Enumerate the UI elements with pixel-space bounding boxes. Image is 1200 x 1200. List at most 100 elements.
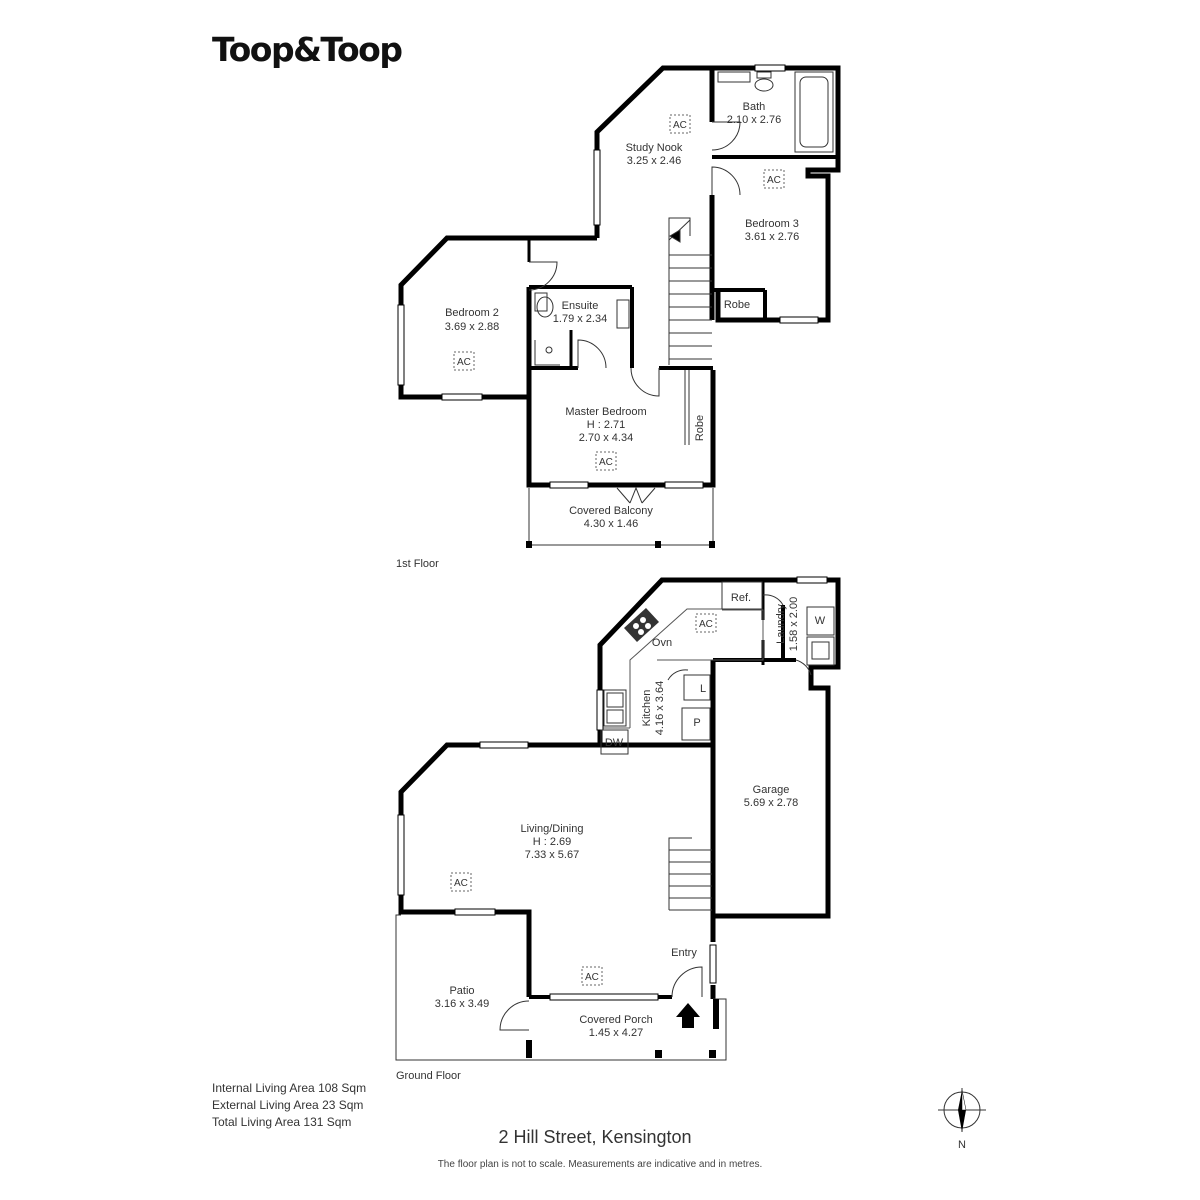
ac-label: AC: [454, 878, 468, 889]
balcony-edge: [528, 488, 714, 546]
area-line: Total Living Area 131 Sqm: [212, 1115, 352, 1129]
room-dims: 3.16 x 3.49: [435, 998, 489, 1010]
window: [549, 993, 659, 1001]
door-swing: [630, 367, 660, 397]
brand-logo: Toop&Toop: [212, 30, 403, 69]
area-line: Internal Living Area 108 Sqm: [212, 1081, 367, 1095]
room-name: Kitchen: [641, 690, 653, 727]
door-swing: [577, 339, 607, 369]
room-name: Garage: [753, 784, 790, 796]
staircase-upper: [668, 217, 712, 365]
room-dims: 2.10 x 2.76: [727, 114, 781, 126]
room-dims: 3.69 x 2.88: [445, 321, 499, 333]
fixture-label: W: [815, 615, 826, 627]
room-name: Patio: [449, 985, 474, 997]
room-name: Bedroom 2: [445, 307, 499, 319]
patio-post: [526, 1040, 532, 1058]
oven-icon: [624, 608, 659, 642]
room-dims: 1.45 x 4.27: [589, 1027, 643, 1039]
floor-label-ground: Ground Floor: [396, 1070, 461, 1082]
window: [454, 908, 496, 916]
door-swing: [711, 166, 741, 196]
fixture-label: DW: [605, 737, 624, 749]
fixture-label: P: [693, 717, 700, 729]
ac-markers: AC AC AC AC AC AC AC: [450, 114, 785, 986]
balcony-doors: [616, 486, 656, 504]
area-line: External Living Area 23 Sqm: [212, 1098, 364, 1112]
ground-floor-plan: [395, 576, 841, 1061]
room-height: H : 2.71: [587, 419, 626, 431]
door-swing: [762, 594, 784, 606]
room-name: Living/Dining: [521, 823, 584, 835]
window: [479, 741, 529, 749]
compass-north-label: N: [958, 1139, 966, 1151]
room-dims: 1.58 x 2.00: [788, 597, 800, 651]
window: [779, 316, 819, 324]
room-dims: 7.33 x 5.67: [525, 849, 579, 861]
ac-label: AC: [457, 357, 471, 368]
washer-box: [806, 606, 835, 636]
door-swing: [499, 1000, 530, 1031]
room-dims: 4.16 x 3.64: [654, 681, 666, 735]
property-address: 2 Hill Street, Kensington: [498, 1127, 692, 1147]
balcony-post: [526, 541, 532, 548]
window: [397, 814, 405, 896]
ac-label: AC: [767, 175, 781, 186]
window: [397, 304, 405, 386]
room-dims: 2.70 x 4.34: [579, 432, 633, 444]
compass-icon: [938, 1088, 986, 1132]
room-name: Bath: [743, 101, 766, 113]
room-name: Covered Porch: [579, 1014, 652, 1026]
laundry-tub: [806, 636, 835, 666]
window: [549, 481, 589, 489]
area-summary: Internal Living Area 108 Sqm External Li…: [212, 1080, 366, 1131]
window: [796, 576, 828, 584]
room-dims: 3.61 x 2.76: [745, 231, 799, 243]
room-name: Robe: [694, 415, 706, 441]
fixture-label: Ref.: [731, 592, 751, 604]
kitchen-sink-icon: [603, 689, 627, 727]
wall: [594, 65, 841, 323]
pantry-cupboard: [681, 707, 711, 741]
fridge-box: [721, 581, 763, 610]
porch-post: [709, 1050, 716, 1058]
door-swing: [528, 261, 558, 291]
porch-post: [713, 999, 719, 1029]
room-labels: Bath 2.10 x 2.76 Study Nook 3.25 x 2.46 …: [435, 101, 826, 1039]
laundry-tub: [811, 641, 830, 660]
wall: [398, 742, 600, 997]
room-name: Laundry: [775, 604, 787, 644]
door-swing: [671, 966, 703, 998]
fixture-label: Ovn: [652, 637, 672, 649]
linen-cupboard: [683, 674, 711, 701]
entry-arrow-icon: [676, 1003, 700, 1028]
room-name: Master Bedroom: [565, 406, 646, 418]
bath-fixtures: [717, 71, 834, 153]
floor-label-first: 1st Floor: [396, 558, 439, 570]
ac-label: AC: [673, 120, 687, 131]
room-height: H : 2.69: [533, 836, 572, 848]
fixture-label: L: [700, 683, 706, 695]
first-floor-plan: [397, 64, 841, 548]
window: [596, 689, 604, 731]
room-name: Entry: [671, 947, 697, 959]
patio-edge: [395, 914, 529, 1061]
ac-label: AC: [699, 619, 713, 630]
porch-post: [655, 1050, 662, 1058]
ac-label: AC: [585, 972, 599, 983]
window: [709, 944, 717, 984]
window: [664, 481, 704, 489]
porch-edge: [529, 998, 727, 1061]
room-dims: 1.79 x 2.34: [553, 313, 607, 325]
wall: [398, 235, 716, 488]
window: [754, 64, 786, 72]
window: [441, 393, 483, 401]
kitchen-bench: [657, 609, 764, 661]
dishwasher-box: [600, 729, 629, 755]
linen-door: [667, 669, 689, 681]
room-dims: 5.69 x 2.78: [744, 797, 798, 809]
room-name: Covered Balcony: [569, 505, 653, 517]
balcony-post: [655, 541, 661, 548]
room-name: Robe: [724, 299, 750, 311]
